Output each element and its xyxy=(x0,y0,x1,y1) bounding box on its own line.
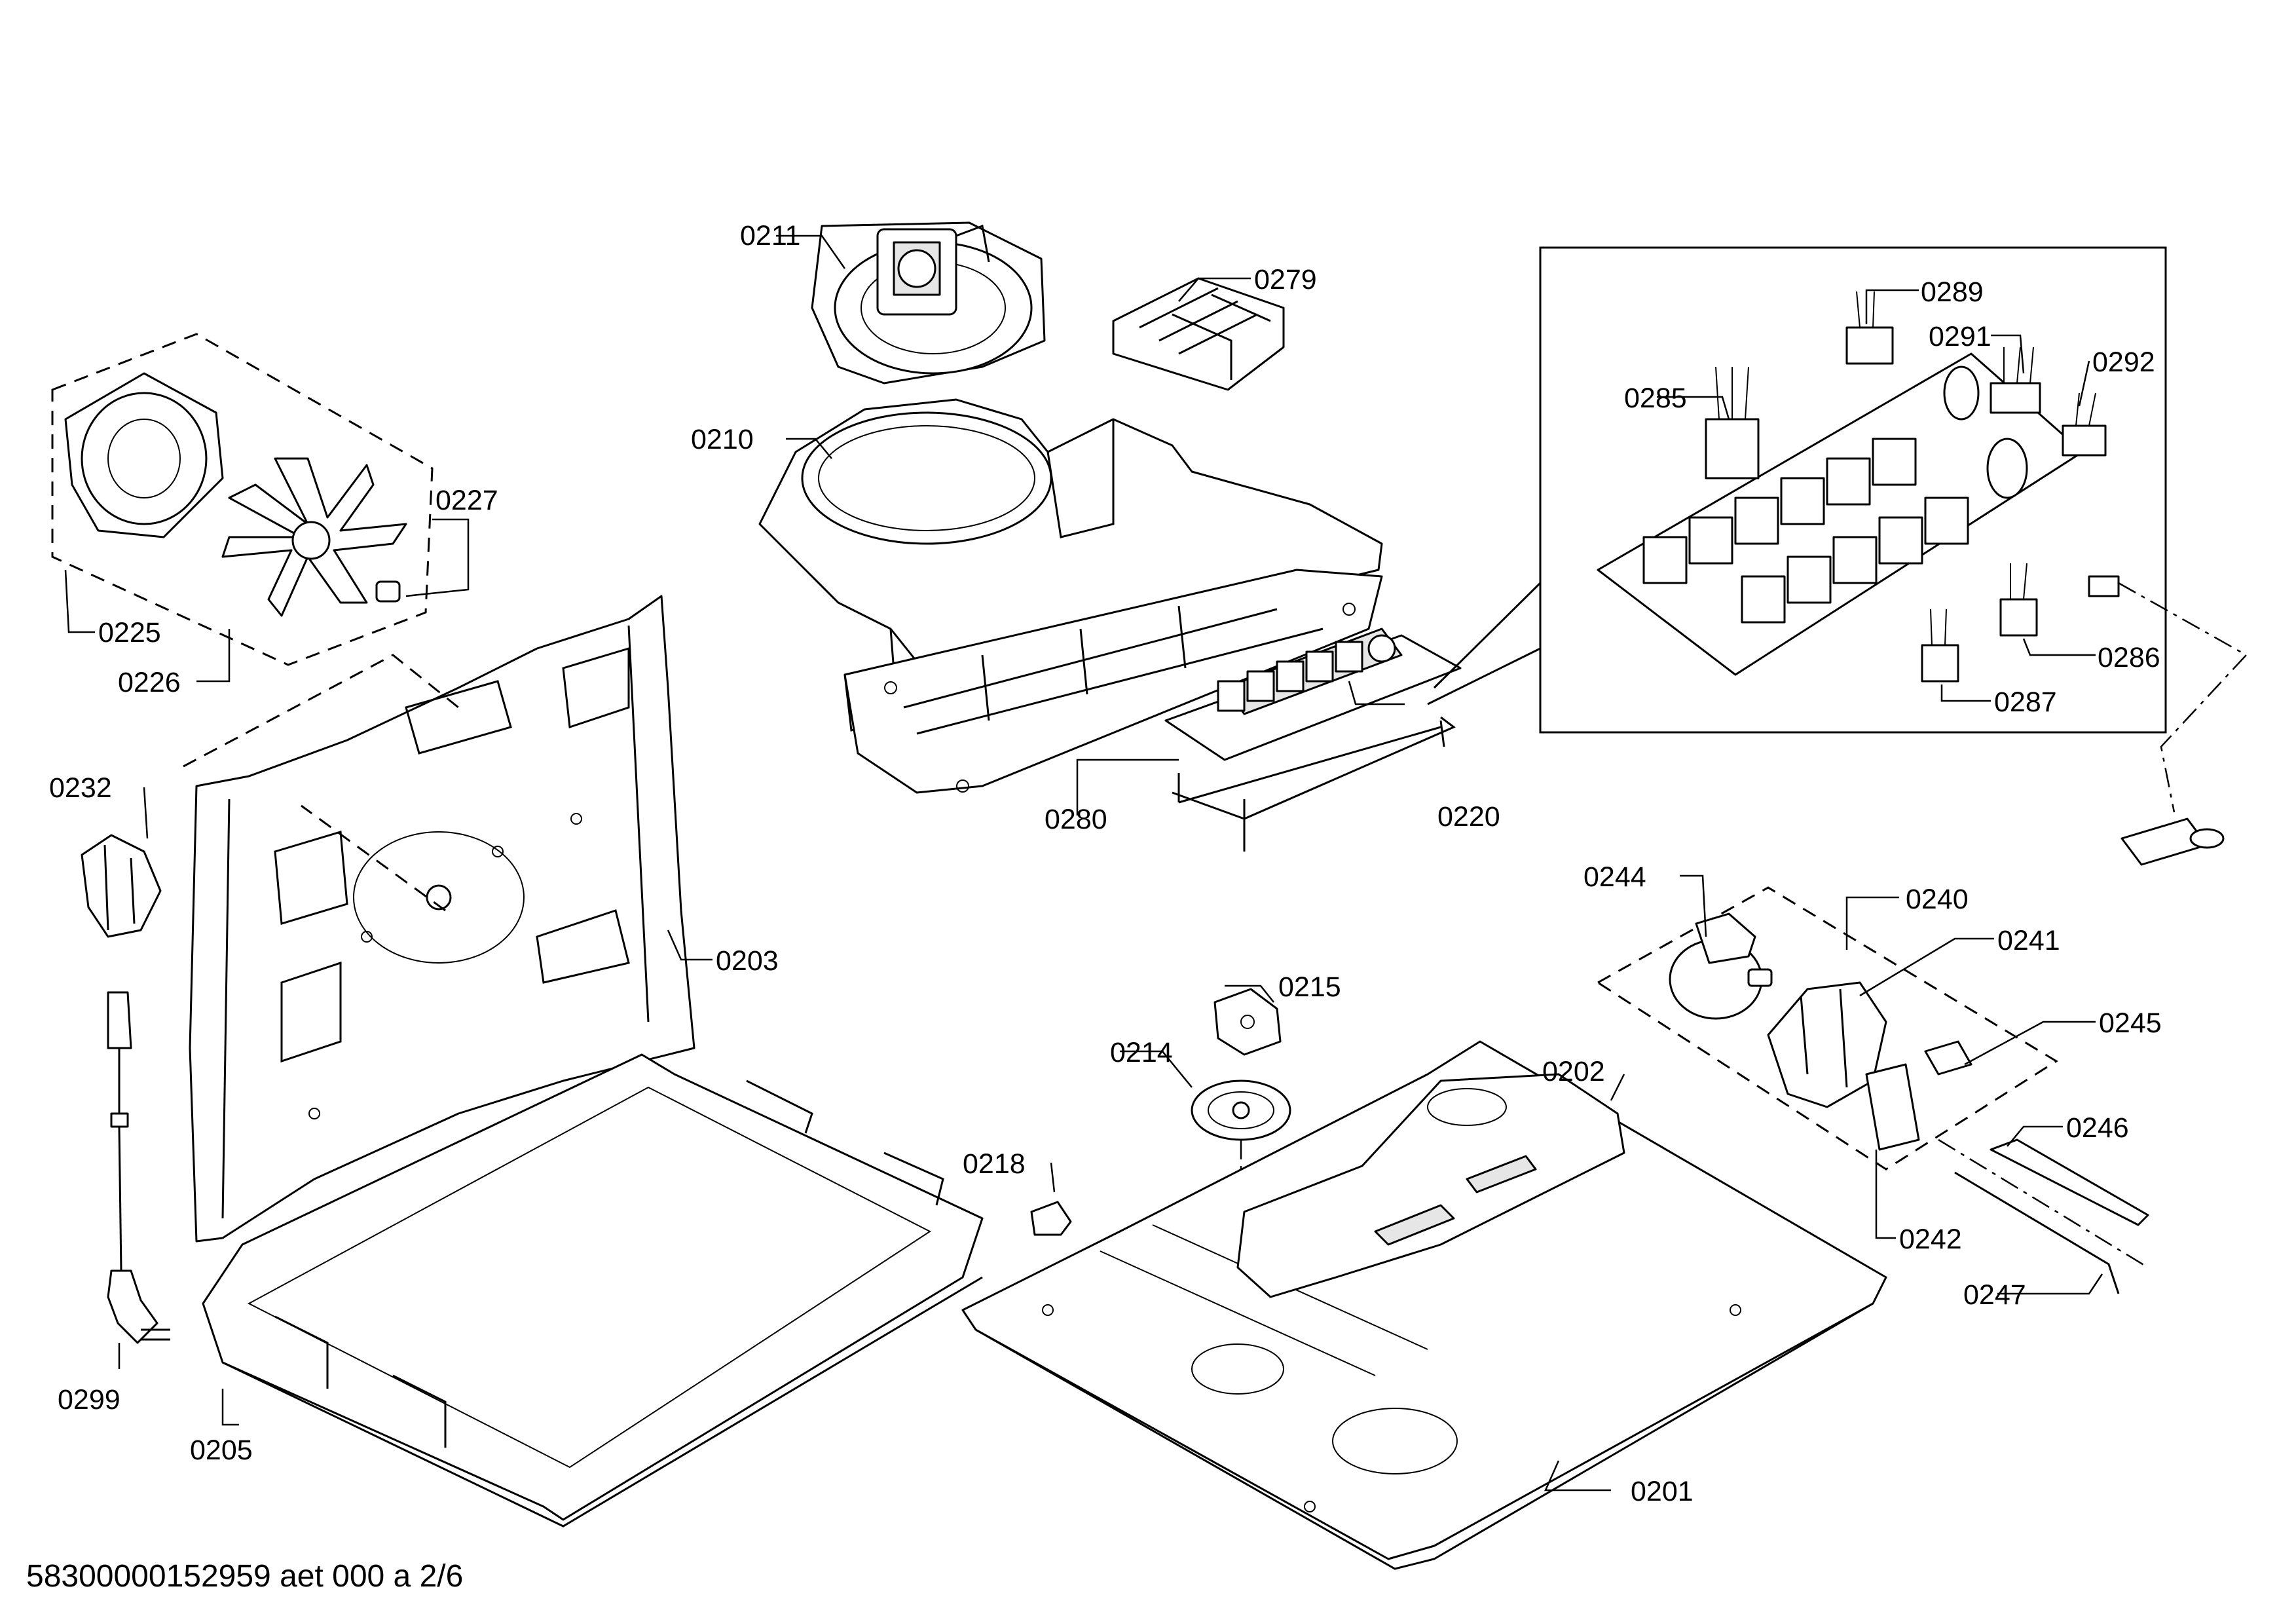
part-0245-sensor xyxy=(1924,1040,1972,1076)
label-0232: 0232 xyxy=(49,772,112,804)
part-0205-bottom-frame xyxy=(202,1053,984,1528)
part-0227-nut xyxy=(375,580,401,603)
label-0299: 0299 xyxy=(58,1384,120,1416)
label-0292: 0292 xyxy=(2092,347,2155,378)
label-0246: 0246 xyxy=(2066,1112,2129,1144)
label-0214: 0214 xyxy=(1110,1037,1173,1068)
label-0247: 0247 xyxy=(1963,1279,2026,1311)
label-0291: 0291 xyxy=(1929,321,1991,352)
part-0285-connector xyxy=(1705,366,1760,479)
pcb-detail-inset xyxy=(1427,246,2167,734)
label-0225: 0225 xyxy=(98,617,161,648)
part-0246-rod xyxy=(1938,1138,2149,1269)
part-temperature-sensor xyxy=(2088,575,2248,866)
part-0226-fan-wheel xyxy=(221,457,407,617)
label-0218: 0218 xyxy=(963,1148,1026,1180)
label-0279: 0279 xyxy=(1254,264,1317,295)
label-0241: 0241 xyxy=(1997,925,2060,956)
label-0205: 0205 xyxy=(190,1435,253,1466)
part-0289-connector xyxy=(1845,291,1894,365)
label-0285: 0285 xyxy=(1624,383,1687,414)
label-0240: 0240 xyxy=(1906,884,1969,915)
leader-lines xyxy=(64,235,2103,1492)
part-0299-power-cable xyxy=(107,991,170,1344)
label-0215: 0215 xyxy=(1278,971,1341,1003)
part-0232-socket xyxy=(81,834,162,938)
label-0280: 0280 xyxy=(1045,804,1107,835)
part-labels: 0211 0279 0210 0227 0225 0226 0232 0203 … xyxy=(49,220,2162,1507)
part-0247-rod xyxy=(1954,1171,2120,1294)
part-0242-relay xyxy=(1865,1063,1920,1151)
label-0245: 0245 xyxy=(2099,1007,2162,1039)
part-0210-air-guide-plate xyxy=(843,569,1383,794)
part-0286-connector xyxy=(1999,563,2038,637)
part-0220-electronics-module xyxy=(1164,628,1462,852)
back-panel-dashed-outline xyxy=(183,654,459,912)
part-0215-clip xyxy=(1213,988,1282,1056)
label-0211: 0211 xyxy=(740,220,800,252)
label-0242: 0242 xyxy=(1899,1224,1962,1255)
label-0203: 0203 xyxy=(716,945,779,977)
part-0218-clamp xyxy=(1030,1201,1072,1236)
label-0210: 0210 xyxy=(691,424,754,455)
label-0226: 0226 xyxy=(118,667,181,698)
label-0244: 0244 xyxy=(1583,861,1646,893)
label-0201: 0201 xyxy=(1631,1476,1694,1507)
label-0286: 0286 xyxy=(2098,642,2160,673)
label-0227: 0227 xyxy=(435,485,498,516)
label-0287: 0287 xyxy=(1994,686,2057,718)
label-0220: 0220 xyxy=(1437,801,1500,833)
part-0291-connector xyxy=(1990,347,2041,414)
part-0287-connector xyxy=(1921,609,1959,683)
part-0203-back-panel xyxy=(189,595,695,1243)
part-0244-motor xyxy=(1669,912,1773,1020)
part-0202-heating-element xyxy=(1236,1073,1625,1298)
document-id: 58300000152959 aet 000 a 2/6 xyxy=(26,1559,463,1594)
part-0211-fan-motor xyxy=(811,221,1046,385)
label-0289: 0289 xyxy=(1921,276,1984,308)
label-0202: 0202 xyxy=(1542,1056,1605,1087)
convection-fan-group xyxy=(51,333,434,666)
part-0241-switch xyxy=(1767,981,1887,1108)
part-0225-fan-motor xyxy=(64,372,224,538)
part-0292-connector xyxy=(2062,392,2107,457)
